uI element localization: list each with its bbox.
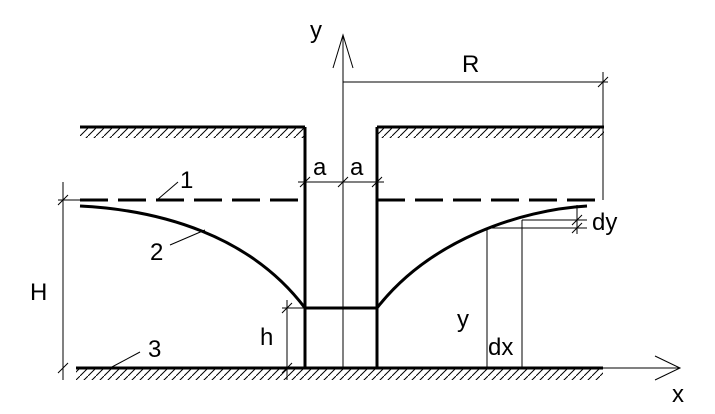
leader-line-1: [156, 181, 179, 201]
depression-curve-left: [79, 204, 307, 309]
reference-number-3: 3: [148, 336, 161, 363]
reference-number-2: 2: [150, 239, 163, 266]
radius-label: R: [462, 51, 479, 78]
delta-x-label: dx: [488, 334, 513, 361]
height-H-tick-top: [57, 194, 69, 206]
radius-tick: [597, 76, 609, 88]
x-axis-label: x: [672, 381, 684, 408]
leader-line-3: [109, 351, 141, 369]
leader-line-2: [169, 229, 206, 246]
coordinate-y-label: y: [457, 306, 469, 333]
half-width-label-right: a: [350, 154, 364, 181]
dy-tick-lower: [571, 222, 583, 234]
ground-hatch-right: [377, 127, 604, 138]
half-width-tick-left: [299, 176, 311, 188]
half-width-tick-center: [337, 176, 349, 188]
height-H-tick-bottom: [57, 362, 69, 374]
y-axis-arrow: [332, 33, 354, 69]
half-width-label-left: a: [313, 154, 327, 181]
height-H-label: H: [30, 279, 47, 306]
half-width-tick-right: [371, 176, 383, 188]
depression-curve-right: [375, 204, 588, 309]
ground-hatch-left: [80, 127, 305, 138]
height-h-tick-bottom: [281, 362, 293, 374]
delta-y-label: dy: [592, 209, 617, 236]
height-h-label: h: [260, 324, 273, 351]
reference-number-1: 1: [180, 167, 193, 194]
x-axis-arrow: [654, 355, 682, 381]
height-h-tick-top: [281, 302, 293, 314]
y-axis-label: y: [310, 17, 322, 44]
impervious-layer-hatch: [76, 368, 603, 380]
dy-tick-upper: [571, 214, 583, 226]
